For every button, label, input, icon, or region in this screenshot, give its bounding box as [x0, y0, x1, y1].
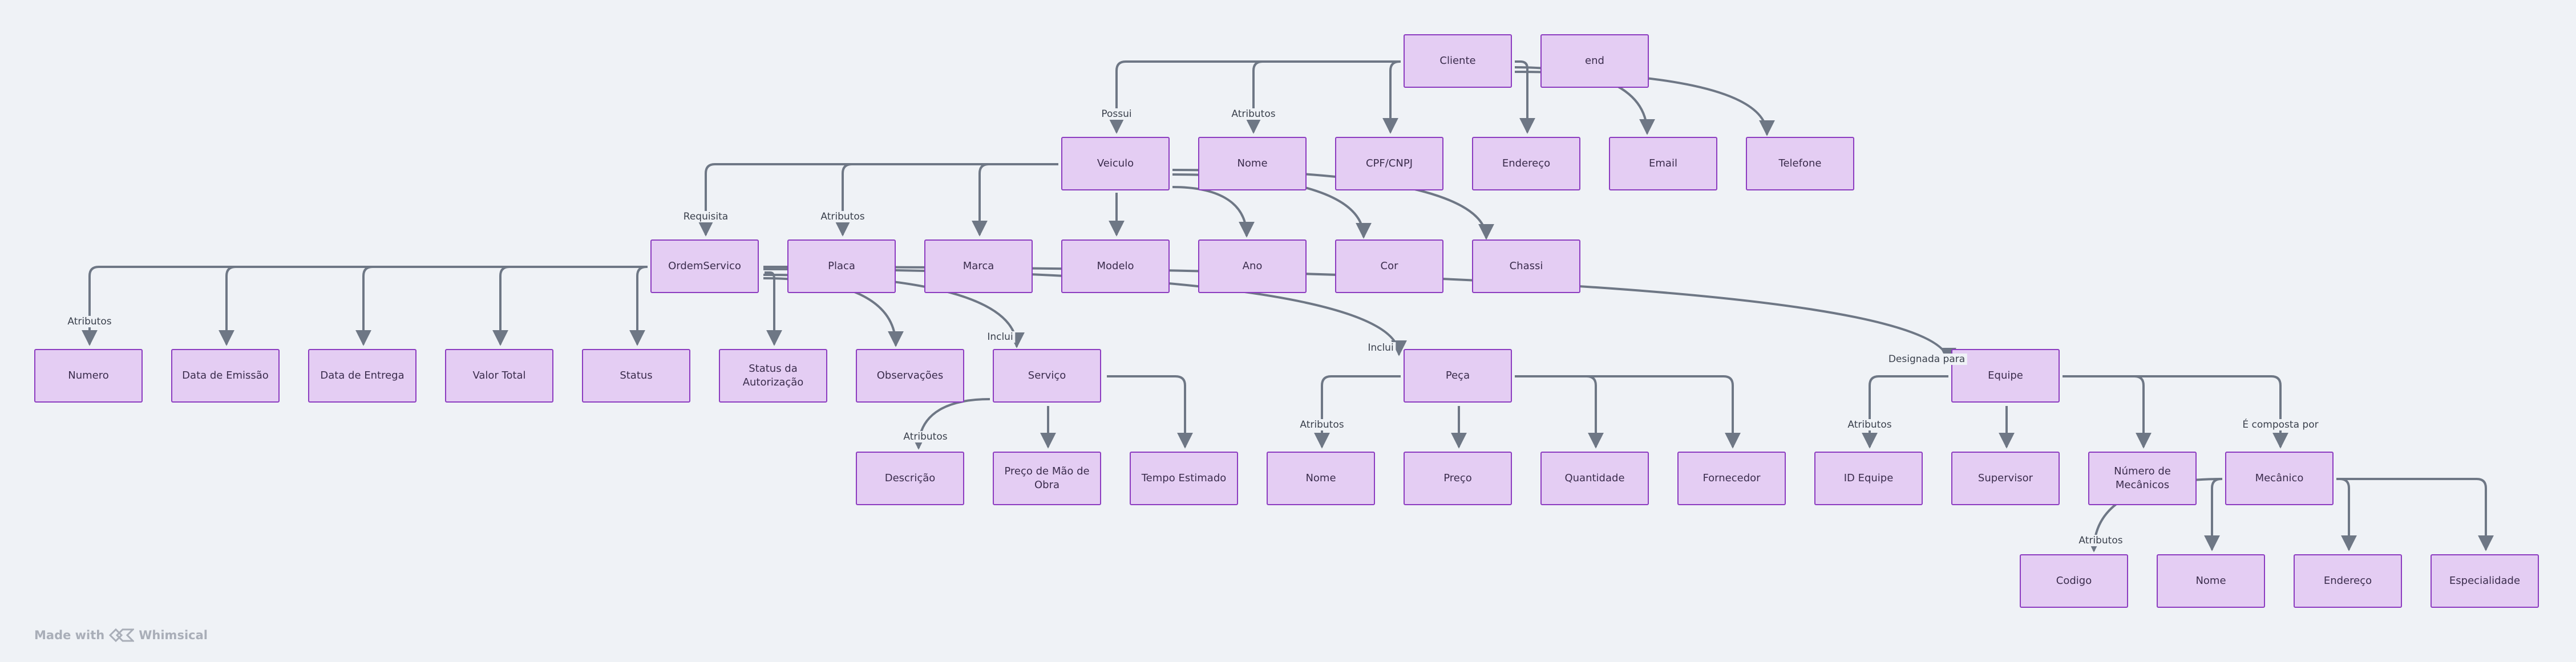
attr-equipe-id[interactable]: ID Equipe — [1814, 452, 1923, 505]
edge-label-requisita: Requisita — [681, 211, 731, 222]
attr-cliente-nome[interactable]: Nome — [1198, 137, 1307, 190]
made-with-whimsical[interactable]: Made with Whimsical — [34, 627, 208, 643]
edge-label-atributos-equipe: Atributos — [1845, 419, 1894, 430]
edge-label-inclui-peca: Inclui — [1365, 342, 1396, 354]
edge-ordem-numero — [82, 266, 648, 346]
attr-mecanico-endereco[interactable]: Endereço — [2294, 554, 2402, 608]
entity-end[interactable]: end — [1540, 34, 1649, 88]
entity-ordem-servico[interactable]: OrdemServico — [650, 239, 759, 293]
entity-cliente[interactable]: Cliente — [1404, 34, 1512, 88]
attr-veiculo-chassi[interactable]: Chassi — [1472, 239, 1580, 293]
attr-ordem-valor-total[interactable]: Valor Total — [445, 349, 553, 403]
attr-servico-tempo-estimado[interactable]: Tempo Estimado — [1130, 452, 1238, 505]
attr-peca-fornecedor[interactable]: Fornecedor — [1677, 452, 1786, 505]
edge-veiculo-marca — [972, 163, 1058, 237]
edge-ordem-valor — [492, 266, 648, 346]
edge-servico-tempo — [1107, 375, 1193, 449]
entity-servico[interactable]: Serviço — [993, 349, 1101, 403]
attr-servico-descricao[interactable]: Descrição — [856, 452, 964, 505]
attr-veiculo-ano[interactable]: Ano — [1198, 239, 1307, 293]
edge-peca-quantidade — [1515, 375, 1604, 449]
attr-ordem-data-entrega[interactable]: Data de Entrega — [308, 349, 416, 403]
edge-label-inclui-servico: Inclui — [985, 331, 1016, 343]
edge-label-atributos-servico: Atributos — [901, 431, 950, 442]
edge-peca-nome — [1314, 375, 1401, 449]
edge-label-possui: Possui — [1099, 108, 1134, 120]
edge-cliente-veiculo — [1109, 60, 1401, 134]
edge-equipe-mecanico — [2063, 375, 2288, 449]
edge-label-atributos-ordem: Atributos — [65, 316, 114, 327]
whimsical-logo-icon — [109, 628, 135, 643]
made-with-text: Made with — [34, 628, 105, 642]
edge-ordem-equipe — [763, 266, 1956, 364]
edge-ordem-emissao — [219, 266, 648, 346]
edge-label-atributos-mecanico: Atributos — [2076, 535, 2125, 546]
attr-veiculo-placa[interactable]: Placa — [787, 239, 896, 293]
attr-peca-nome[interactable]: Nome — [1267, 452, 1375, 505]
entity-equipe[interactable]: Equipe — [1951, 349, 2060, 403]
edge-label-atributos-cliente: Atributos — [1229, 108, 1278, 120]
edge-label-designada-para: Designada para — [1886, 354, 1968, 365]
attr-veiculo-modelo[interactable]: Modelo — [1061, 239, 1170, 293]
edge-equipe-num-mecanicos — [2063, 375, 2152, 449]
edge-cliente-cpf — [1382, 60, 1401, 134]
edge-veiculo-placa — [835, 163, 1058, 237]
edge-mecanico-nome — [2204, 478, 2222, 551]
attr-equipe-supervisor[interactable]: Supervisor — [1951, 452, 2060, 505]
edge-veiculo-ordem — [698, 163, 1058, 237]
attr-peca-preco[interactable]: Preço — [1404, 452, 1512, 505]
attr-cliente-telefone[interactable]: Telefone — [1746, 137, 1854, 190]
attr-ordem-status-autorizacao[interactable]: Status da Autorização — [719, 349, 827, 403]
edge-veiculo-ano — [1172, 186, 1255, 238]
attr-mecanico-nome[interactable]: Nome — [2157, 554, 2265, 608]
edge-label-atributos-peca: Atributos — [1297, 419, 1346, 430]
attr-equipe-numero-mecanicos[interactable]: Número de Mecânicos — [2088, 452, 2197, 505]
entity-mecanico[interactable]: Mecânico — [2225, 452, 2334, 505]
attr-cliente-cpf-cnpj[interactable]: CPF/CNPJ — [1335, 137, 1443, 190]
edge-ordem-status — [629, 266, 648, 346]
attr-ordem-observacoes[interactable]: Observações — [856, 349, 964, 403]
attr-servico-preco-mao-obra[interactable]: Preço de Mão de Obra — [993, 452, 1101, 505]
attr-mecanico-especialidade[interactable]: Especialidade — [2431, 554, 2539, 608]
edge-cliente-nome — [1245, 60, 1401, 134]
edge-mecanico-endereco — [2336, 478, 2357, 551]
edge-mecanico-especialidade — [2336, 478, 2494, 551]
attr-mecanico-codigo[interactable]: Codigo — [2020, 554, 2128, 608]
edge-equipe-id — [1862, 375, 1948, 449]
entity-veiculo[interactable]: Veiculo — [1061, 137, 1170, 190]
attr-cliente-endereco[interactable]: Endereço — [1472, 137, 1580, 190]
attr-veiculo-marca[interactable]: Marca — [924, 239, 1033, 293]
attr-ordem-status[interactable]: Status — [582, 349, 690, 403]
attr-ordem-data-emissao[interactable]: Data de Emissão — [171, 349, 280, 403]
attr-cliente-email[interactable]: Email — [1609, 137, 1717, 190]
edge-ordem-autorizacao — [765, 271, 782, 346]
attr-veiculo-cor[interactable]: Cor — [1335, 239, 1443, 293]
edge-label-composta-por: É composta por — [2240, 419, 2321, 430]
edge-peca-fornecedor — [1515, 375, 1741, 449]
edge-ordem-entrega — [355, 266, 648, 346]
edge-label-atributos-veiculo: Atributos — [818, 211, 867, 222]
attr-ordem-numero[interactable]: Numero — [34, 349, 143, 403]
entity-peca[interactable]: Peça — [1404, 349, 1512, 403]
whimsical-brand-text: Whimsical — [139, 628, 208, 642]
attr-peca-quantidade[interactable]: Quantidade — [1540, 452, 1649, 505]
